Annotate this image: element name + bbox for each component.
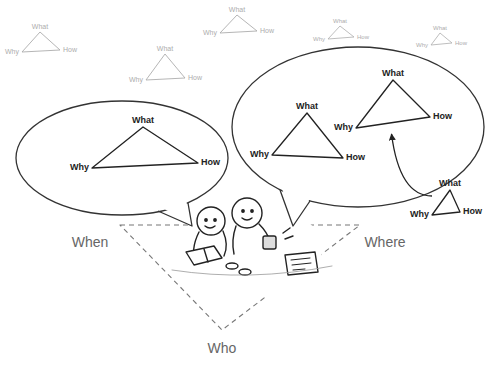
- vertex-label: How: [201, 158, 220, 168]
- vertex-label: Why: [334, 123, 353, 133]
- vertex-label: What: [382, 69, 404, 79]
- vertex-label: What: [229, 6, 245, 14]
- vertex-label: Why: [313, 36, 325, 43]
- context-label: When: [72, 235, 109, 250]
- context-label: Who: [208, 341, 237, 356]
- triangle-line: [146, 54, 185, 80]
- vertex-label: Why: [410, 210, 429, 220]
- faint-triangle: WhatWhyHow: [22, 32, 60, 52]
- connector-arrow: [392, 134, 432, 196]
- triangle-outline: [92, 127, 198, 168]
- triangle-outline: [328, 26, 354, 39]
- triangle-line: [220, 15, 257, 33]
- triangle-line: [92, 127, 198, 168]
- triangle-outline: [220, 15, 257, 33]
- triangle-outline: [22, 32, 60, 52]
- speech-bubble: [232, 47, 484, 226]
- concept-triangle: WhatWhyHow: [432, 190, 460, 215]
- vertex-label: What: [433, 25, 447, 32]
- vertex-label: How: [63, 46, 77, 54]
- triangle-outline: [356, 80, 430, 128]
- vertex-label: Why: [70, 163, 89, 173]
- faint-triangle: WhatWhyHow: [220, 15, 257, 33]
- vertex-label: Why: [129, 76, 143, 84]
- triangle-line: [22, 32, 60, 52]
- vertex-label: What: [296, 102, 318, 112]
- vertex-label: What: [32, 23, 48, 31]
- triangle-outline: [432, 190, 460, 215]
- faint-triangle: WhatWhyHow: [146, 54, 185, 80]
- faint-triangle: WhatWhyHow: [431, 33, 452, 45]
- concept-triangle: WhatWhyHow: [356, 80, 430, 128]
- concept-triangle: WhatWhyHow: [272, 113, 343, 158]
- vertex-label: How: [346, 153, 365, 163]
- triangle-line: [431, 33, 452, 45]
- concept-triangle: WhatWhyHow: [92, 127, 198, 168]
- vertex-label: How: [357, 34, 369, 41]
- triangle-outline: [431, 33, 452, 45]
- vertex-label: Why: [416, 42, 428, 49]
- vertex-label: Why: [5, 48, 19, 56]
- triangle-outline: [120, 225, 360, 330]
- context-label: Where: [364, 235, 405, 250]
- vertex-label: What: [132, 116, 154, 126]
- triangle-outline: [272, 113, 343, 158]
- vertex-label: How: [455, 40, 467, 47]
- vertex-label: What: [157, 45, 173, 53]
- vertex-label: Why: [250, 150, 269, 160]
- vertex-label: Why: [203, 29, 217, 37]
- vertex-label: What: [333, 18, 347, 25]
- triangle-line: [120, 225, 360, 330]
- triangle-line: [432, 190, 460, 215]
- speech-bubble: [16, 101, 228, 226]
- triangle-line: [272, 113, 343, 158]
- triangle-outline: [146, 54, 185, 80]
- vertex-label: How: [433, 112, 452, 122]
- triangle-line: [356, 80, 430, 128]
- vertex-label: What: [439, 179, 461, 189]
- vertex-label: How: [260, 27, 274, 35]
- vertex-label: How: [188, 74, 202, 82]
- context-triangle: WhenWhereWho: [120, 225, 360, 330]
- people-figures: [172, 198, 332, 275]
- vertex-label: How: [463, 207, 482, 217]
- triangle-line: [328, 26, 354, 39]
- faint-triangle: WhatWhyHow: [328, 26, 354, 39]
